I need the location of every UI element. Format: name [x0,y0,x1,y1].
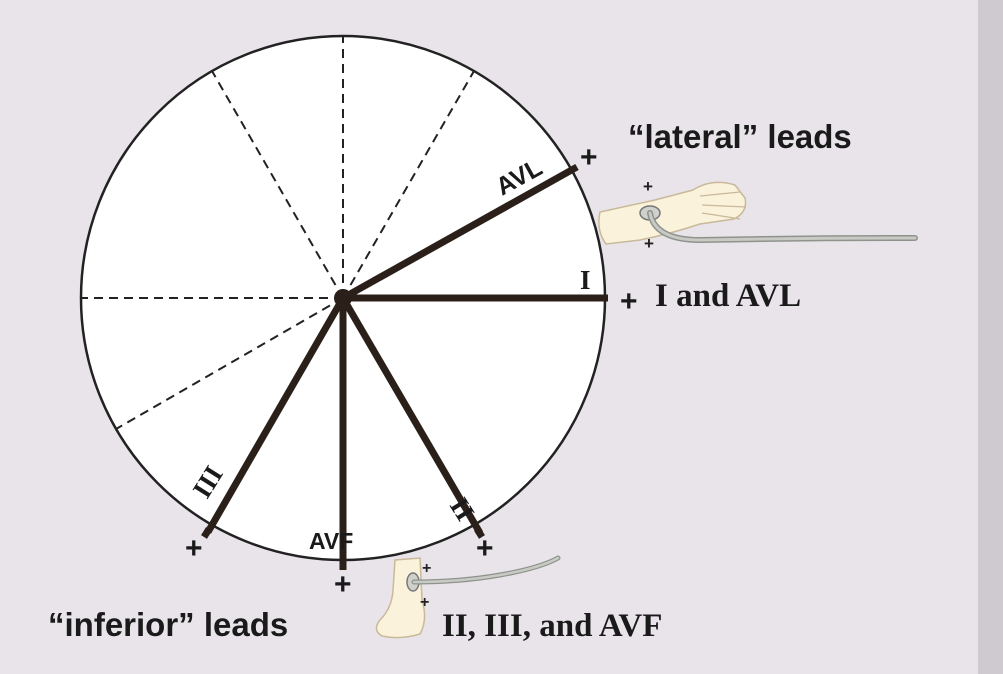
lead-label-i: I [580,265,591,295]
svg-text:+: + [644,234,654,253]
plus-i: + [620,285,638,318]
lateral-leads-label: I and AVL [655,278,801,314]
lead-lines [204,163,608,566]
plus-ii: + [476,532,494,565]
lead-avl-line [341,163,579,302]
plus-avl: + [580,141,598,174]
inferior-leads-label: II, III, and AVF [442,608,662,644]
lead-iii-line [204,296,347,534]
lead-ticks [201,527,485,570]
svg-text:+: + [420,594,429,611]
dashed-dividers [81,36,475,430]
arm-with-electrode-icon: + + [598,177,918,253]
lateral-heading: “lateral” leads [628,118,852,155]
lead-label-avf: AVF [309,528,353,554]
plus-iii: + [185,532,203,565]
inferior-heading: “inferior” leads [48,606,288,643]
center-dot [334,289,352,307]
svg-text:+: + [422,560,431,577]
lead-ii-line [339,296,484,535]
page-edge [978,0,1003,674]
svg-text:+: + [643,177,653,196]
foot-with-electrode-icon: + + [375,555,561,639]
plus-avf: + [334,568,352,601]
